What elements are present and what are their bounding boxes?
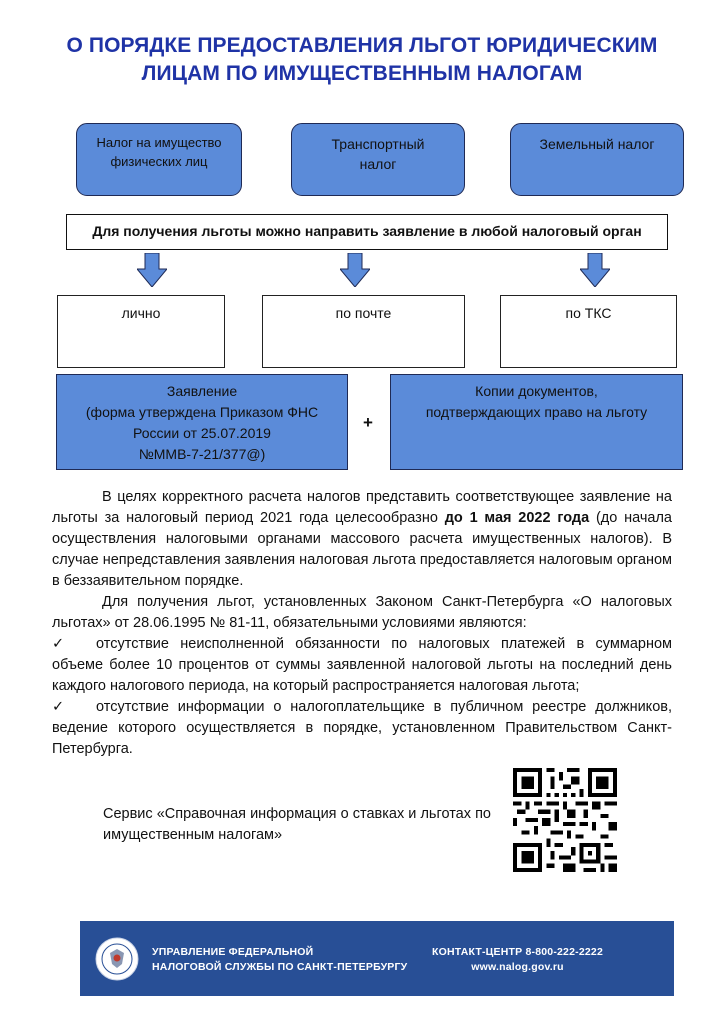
tax-box-label: налог — [359, 156, 397, 172]
checkmark-icon: ✓ — [52, 699, 65, 715]
application-line: №ММВ-7-21/377@) — [138, 446, 266, 462]
checkmark-icon: ✓ — [52, 636, 65, 652]
copies-box: Копии документов, подтверждающих право н… — [390, 374, 683, 470]
down-arrow-icon — [580, 253, 610, 287]
title-line-2: ЛИЦАМ ПО ИМУЩЕСТВЕННЫМ НАЛОГАМ — [141, 62, 583, 85]
tax-box-label: физических лиц — [110, 154, 208, 169]
paragraph-conditions: Для получения льгот, установленных Закон… — [52, 594, 672, 631]
tax-box-transport: Транспортный налог — [291, 123, 465, 196]
tax-box-label: Налог на имущество — [96, 135, 222, 150]
org-line: НАЛОГОВОЙ СЛУЖБЫ ПО САНКТ-ПЕТЕРБУРГУ — [152, 961, 408, 973]
tax-box-property: Налог на имущество физических лиц — [76, 123, 242, 196]
paragraph-text: (до начала осуществления налоговыми орга… — [52, 510, 672, 589]
tax-service-emblem-icon — [95, 937, 139, 981]
application-line: (форма утверждена Приказом ФНС — [85, 404, 319, 420]
paragraph-text: В целях корректного расчета налогов пред… — [52, 489, 672, 526]
tax-box-label: Транспортный — [331, 136, 425, 152]
tax-box-label: Земельный налог — [539, 136, 655, 152]
condition-item: ✓отсутствие информации о налогоплательщи… — [52, 697, 672, 760]
service-caption: Сервис «Справочная информация о ставках … — [103, 806, 491, 843]
down-arrow-icon — [340, 253, 370, 287]
application-line: Заявление — [166, 383, 238, 399]
footer-organization: УПРАВЛЕНИЕ ФЕДЕРАЛЬНОЙ НАЛОГОВОЙ СЛУЖБЫ … — [152, 945, 407, 975]
footer-banner: УПРАВЛЕНИЕ ФЕДЕРАЛЬНОЙ НАЛОГОВОЙ СЛУЖБЫ … — [80, 921, 674, 996]
website-link[interactable]: www.nalog.gov.ru — [471, 961, 564, 973]
condition-item: ✓отсутствие неисполненной обязанности по… — [52, 634, 672, 697]
copies-line: Копии документов, — [475, 383, 598, 399]
down-arrow-icon — [137, 253, 167, 287]
copies-line: подтверждающих право на льготу — [425, 404, 648, 420]
contact-phone: КОНТАКТ-ЦЕНТР 8-800-222-2222 — [432, 946, 603, 958]
application-line: России от 25.07.2019 — [133, 425, 271, 441]
condition-text: отсутствие неисполненной обязанности по … — [52, 636, 672, 694]
body-text: В целях корректного расчета налогов пред… — [52, 487, 672, 760]
condition-text: отсутствие информации о налогоплательщик… — [52, 699, 672, 757]
method-by-mail: по почте — [262, 295, 465, 368]
method-in-person: лично — [57, 295, 225, 368]
application-box: Заявление (форма утверждена Приказом ФНС… — [56, 374, 348, 470]
qr-code-icon[interactable] — [513, 768, 617, 872]
org-line: УПРАВЛЕНИЕ ФЕДЕРАЛЬНОЙ — [152, 946, 314, 958]
paragraph-deadline: В целях корректного расчета налогов пред… — [52, 487, 672, 592]
plus-sign: + — [363, 413, 373, 432]
deadline-bold: до 1 мая 2022 года — [444, 510, 590, 526]
notice-box: Для получения льготы можно направить зая… — [66, 214, 668, 250]
tax-box-land: Земельный налог — [510, 123, 684, 196]
method-tks: по ТКС — [500, 295, 677, 368]
title-line-1: О ПОРЯДКЕ ПРЕДОСТАВЛЕНИЯ ЛЬГОТ ЮРИДИЧЕСК… — [66, 34, 658, 57]
footer-contacts: КОНТАКТ-ЦЕНТР 8-800-222-2222 www.nalog.g… — [432, 945, 603, 975]
page-title: О ПОРЯДКЕ ПРЕДОСТАВЛЕНИЯ ЛЬГОТ ЮРИДИЧЕСК… — [40, 32, 684, 88]
